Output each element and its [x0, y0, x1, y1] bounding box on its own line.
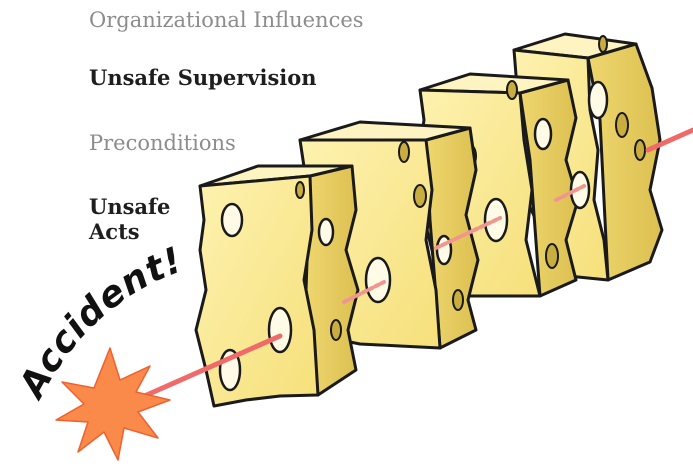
layer-label-preconditions: Preconditions: [89, 131, 236, 155]
layer-label-organizational-influences: Organizational Influences: [89, 8, 364, 32]
accident-label: Accident!: [10, 240, 187, 407]
svg-text:Accident!: Accident!: [10, 240, 188, 407]
layer-label-unsafe-supervision: Unsafe Supervision: [89, 65, 317, 90]
cheese-slice-acts: [194, 164, 360, 408]
layer-label-unsafe-acts: Unsafe Acts: [89, 194, 171, 244]
hazard-trajectory: [137, 127, 693, 401]
accident-starburst: [55, 347, 171, 461]
